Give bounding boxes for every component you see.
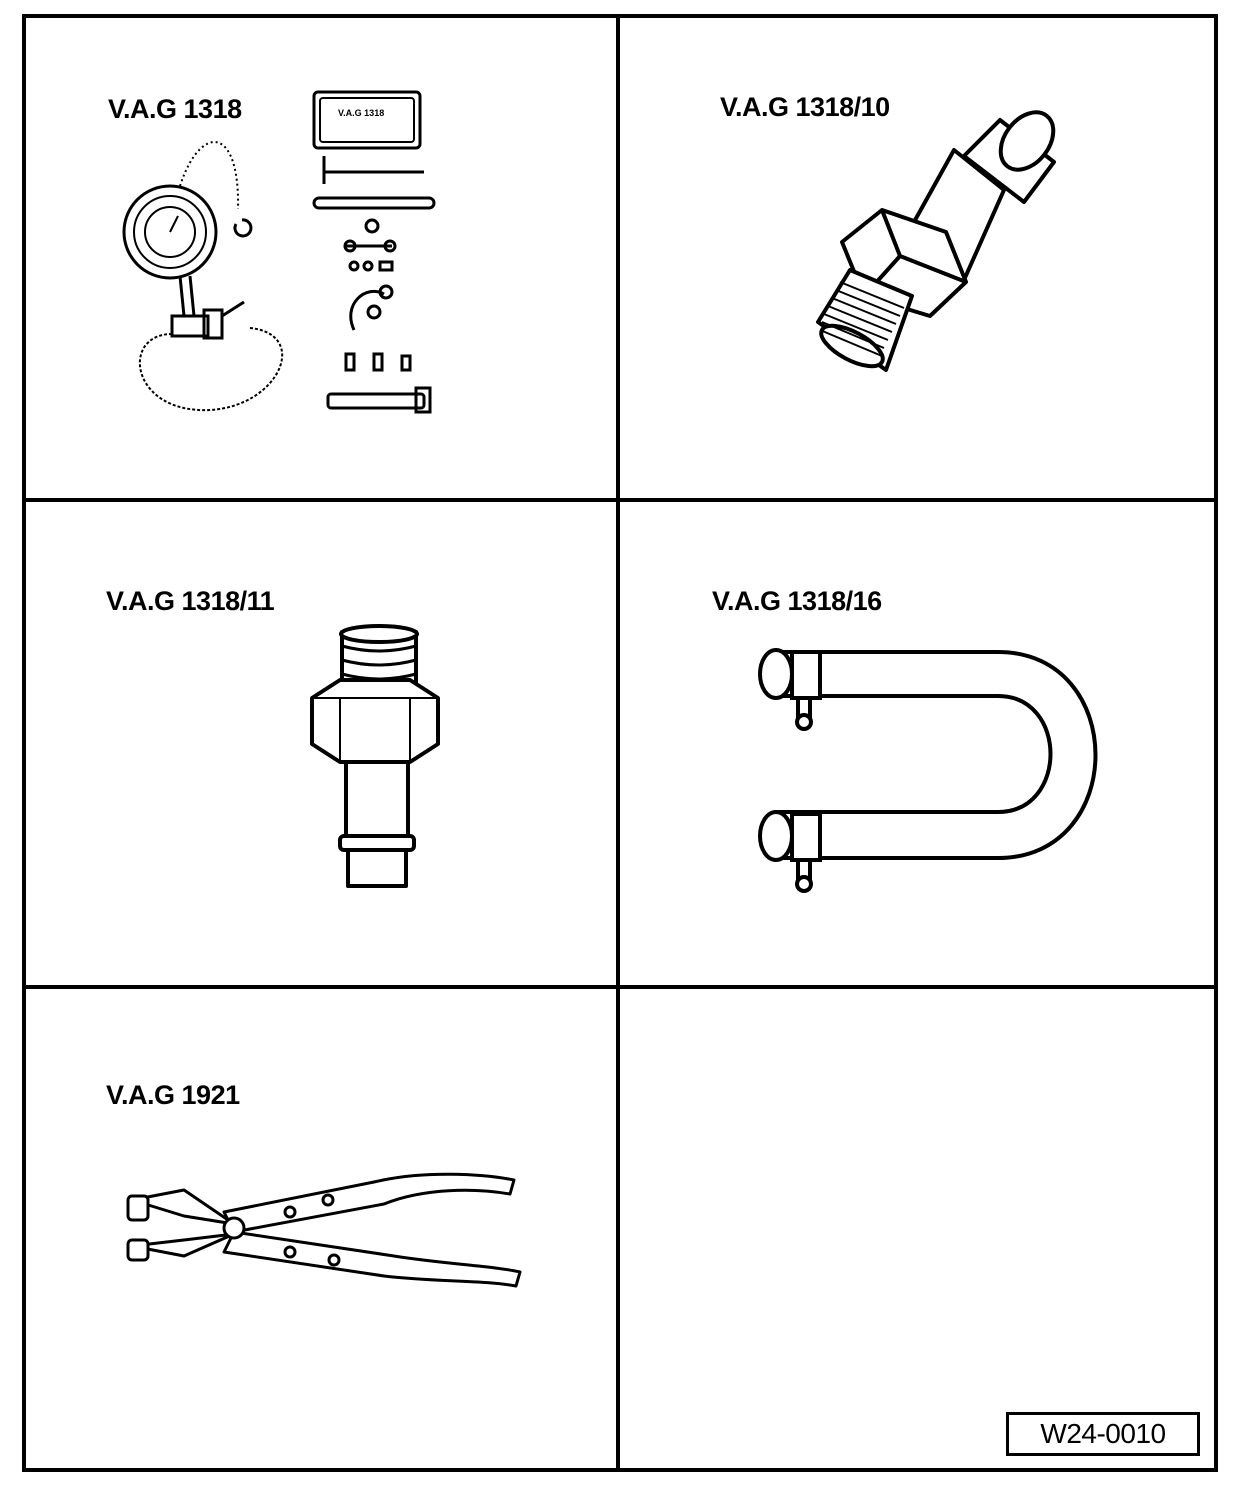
tool-label-1318-11: V.A.G 1318/11 (106, 586, 275, 616)
hex-adapter-illustration (300, 624, 450, 894)
grid-divider-horizontal-2 (22, 985, 1218, 989)
hose-clamp-pliers-illustration (124, 1160, 534, 1300)
tool-label-1318-16: V.A.G 1318/16 (712, 586, 882, 616)
diagram-frame (22, 14, 1218, 1472)
case-label: V.A.G 1318 (338, 108, 385, 118)
tool-label-1921: V.A.G 1921 (106, 1080, 240, 1110)
tool-label-1318: V.A.G 1318 (108, 94, 242, 124)
figure-reference: W24-0010 (1006, 1412, 1200, 1456)
grid-divider-vertical (616, 14, 620, 1472)
tool-label-1318-10: V.A.G 1318/10 (720, 92, 890, 122)
pressure-tester-kit-illustration (110, 84, 450, 424)
grid-divider-horizontal-1 (22, 498, 1218, 502)
threaded-adapter-illustration (804, 110, 1074, 380)
hose-with-clamps-illustration (748, 640, 1118, 910)
